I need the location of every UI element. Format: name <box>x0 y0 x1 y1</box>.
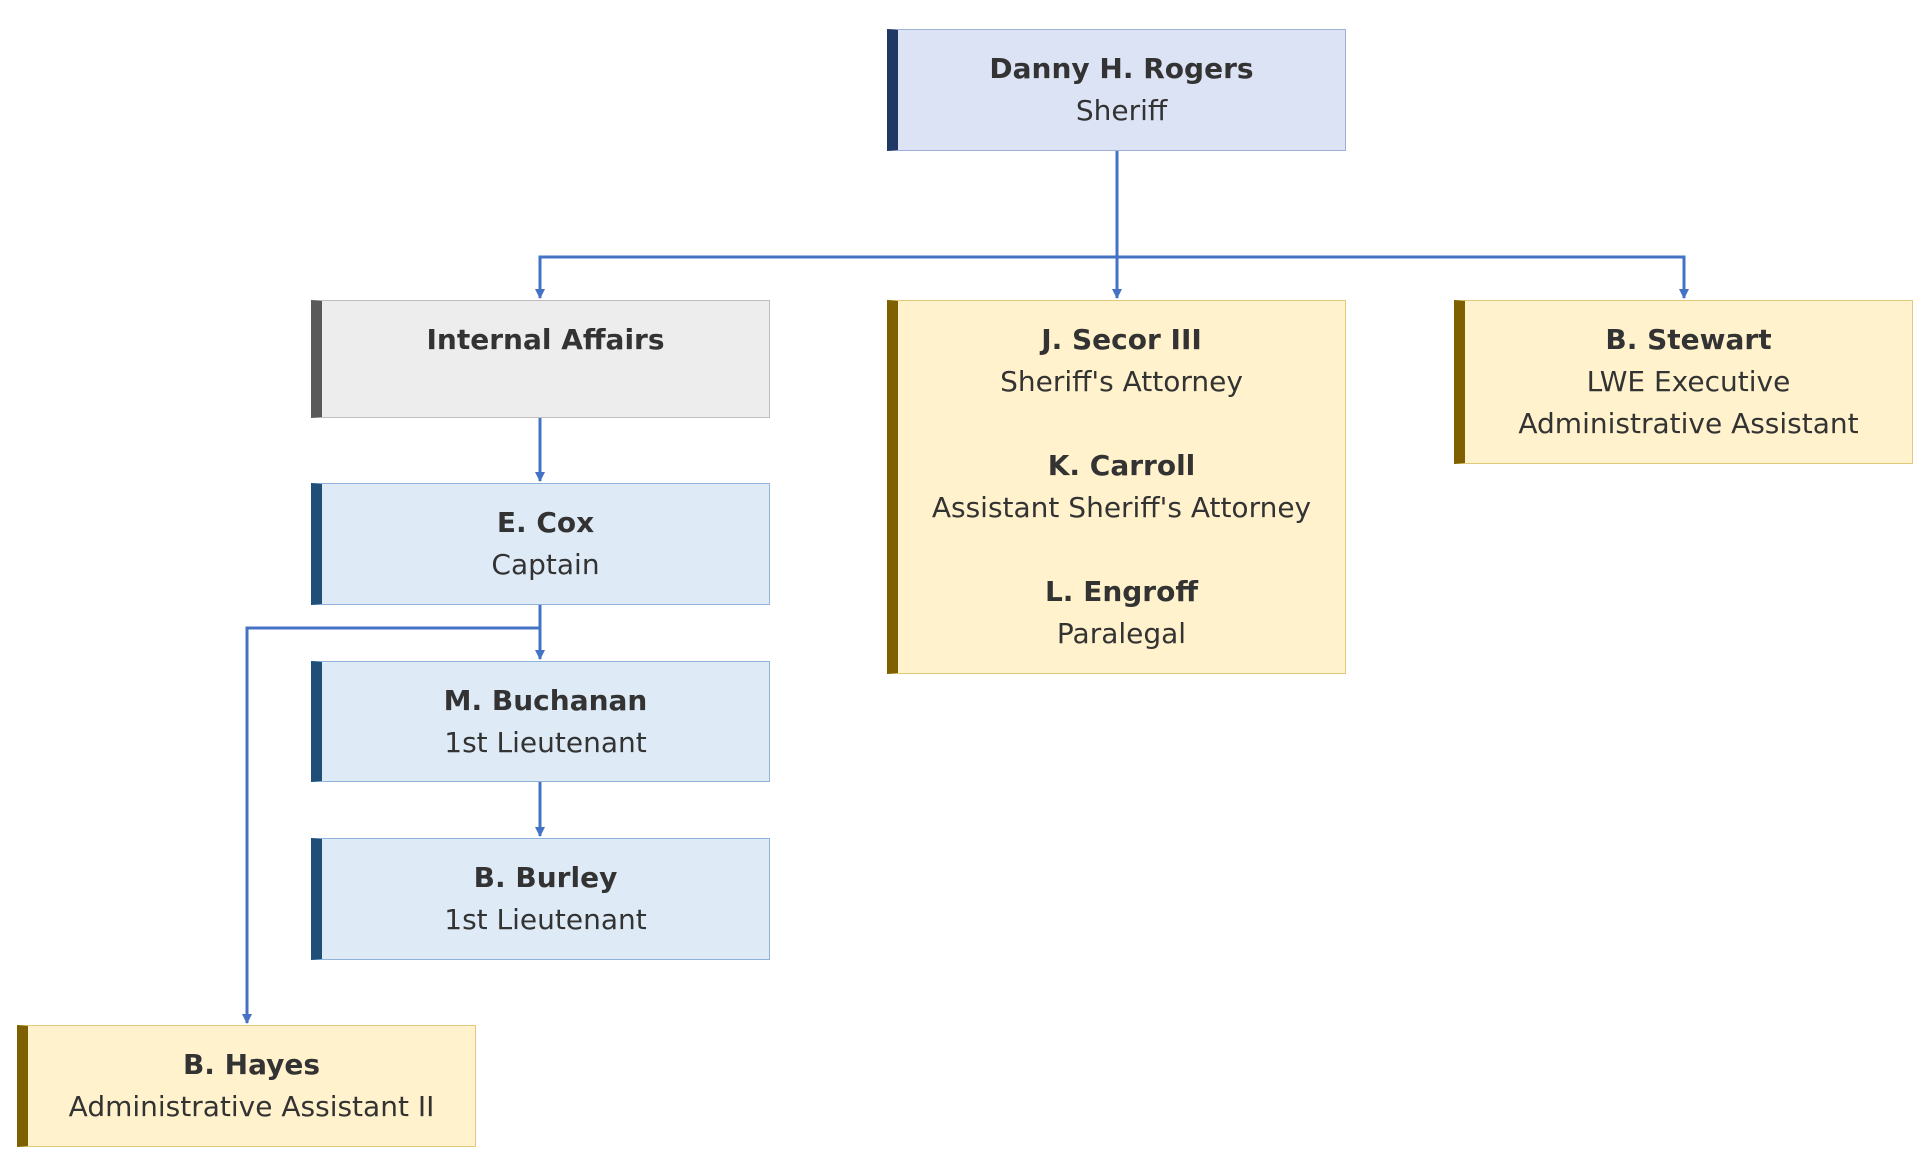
burley-title: 1st Lieutenant <box>444 903 647 936</box>
cox-title: Captain <box>491 548 600 581</box>
hayes-title: Administrative Assistant II <box>68 1090 435 1123</box>
node-stewart: B. Stewart LWE Executive Administrative … <box>1454 300 1913 464</box>
secor-title: Sheriff's Attorney <box>1000 365 1243 398</box>
stewart-title: LWE Executive <box>1586 365 1791 398</box>
stewart-name: B. Stewart <box>1605 323 1772 356</box>
node-internal-affairs: Internal Affairs <box>311 300 770 418</box>
hayes-name: B. Hayes <box>182 1048 321 1081</box>
secor-name: J. Secor III <box>1041 323 1202 356</box>
node-buchanan: M. Buchanan 1st Lieutenant <box>311 661 770 782</box>
node-legal-group: J. Secor III Sheriff's Attorney K. Carro… <box>887 300 1346 674</box>
node-cox: E. Cox Captain <box>311 483 770 605</box>
sheriff-name: Danny H. Rogers <box>989 52 1254 85</box>
cox-name: E. Cox <box>496 506 595 539</box>
buchanan-name: M. Buchanan <box>443 684 648 717</box>
node-burley: B. Burley 1st Lieutenant <box>311 838 770 960</box>
stewart-title-line2: Administrative Assistant <box>1518 407 1859 440</box>
carroll-name: K. Carroll <box>1047 449 1196 482</box>
sheriff-title: Sheriff <box>1075 94 1168 127</box>
node-hayes: B. Hayes Administrative Assistant II <box>17 1025 476 1147</box>
buchanan-title: 1st Lieutenant <box>444 726 647 759</box>
carroll-title: Assistant Sheriff's Attorney <box>931 491 1312 524</box>
internal-affairs-name: Internal Affairs <box>426 323 665 356</box>
connector-cox-to-hayes <box>242 626 540 1024</box>
burley-name: B. Burley <box>473 861 618 894</box>
connector-sheriff-to-stewart <box>1117 255 1689 299</box>
node-sheriff: Danny H. Rogers Sheriff <box>887 29 1346 151</box>
connector-sheriff-to-internal-affairs <box>535 255 1117 299</box>
engroff-name: L. Engroff <box>1044 575 1199 608</box>
engroff-title: Paralegal <box>1056 617 1187 650</box>
